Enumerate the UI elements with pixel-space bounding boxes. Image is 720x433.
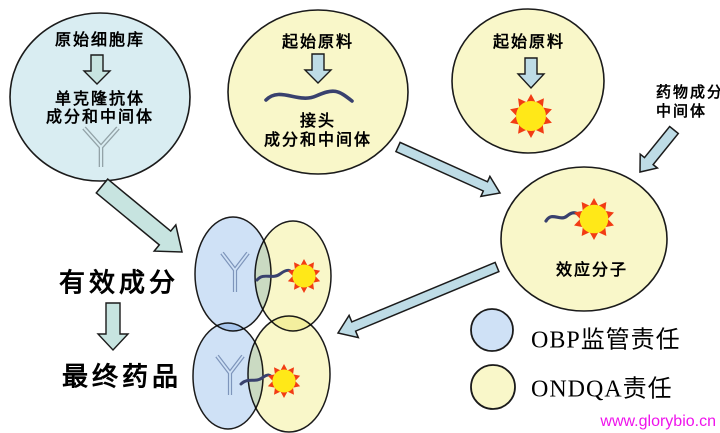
cell-bank-circle bbox=[9, 12, 191, 182]
legend-obp-swatch bbox=[470, 308, 514, 352]
arrow-drug-substance-to-effector bbox=[639, 125, 680, 173]
conjugate-upper-antibody-icon bbox=[220, 251, 250, 292]
arrow-active-to-final bbox=[96, 302, 130, 352]
cell-bank-title: 原始细胞库 bbox=[54, 32, 146, 49]
linker-line1: 接头 bbox=[299, 113, 337, 130]
arrow-down-payload bbox=[516, 57, 546, 90]
active-ingredient-label: 有效成分 bbox=[58, 268, 180, 298]
conjugate-lower-antibody-icon bbox=[215, 354, 245, 395]
effector-label: 效应分子 bbox=[555, 262, 629, 279]
arrow-down-linker bbox=[303, 53, 333, 84]
arrow-effector-to-conjugate bbox=[336, 261, 500, 339]
drug-substance-label: 药物成分 中间体 bbox=[656, 84, 720, 122]
linker-line2: 成分和中间体 bbox=[263, 132, 373, 149]
arrow-down-cell-bank bbox=[82, 54, 112, 85]
effector-circle bbox=[500, 166, 668, 312]
cell-bank-line1: 单克隆抗体 bbox=[54, 91, 146, 108]
linker-squiggle-icon bbox=[264, 89, 354, 103]
arrow-cellbank-to-conjugate bbox=[95, 178, 183, 253]
legend-ondqa-swatch bbox=[470, 364, 516, 410]
linker-circle bbox=[227, 9, 409, 175]
cell-bank-line2: 成分和中间体 bbox=[45, 109, 155, 126]
payload-title: 起始原料 bbox=[492, 34, 566, 51]
drug-substance-line2: 中间体 bbox=[656, 104, 708, 120]
antibody-icon bbox=[82, 126, 120, 167]
final-product-label: 最终药品 bbox=[61, 362, 183, 392]
linker-title: 起始原料 bbox=[281, 34, 355, 51]
watermark: www.glorybio.cn bbox=[600, 413, 716, 430]
legend-ondqa-label: ONDQA责任 bbox=[531, 376, 673, 403]
drug-substance-line1: 药物成分 bbox=[656, 85, 720, 101]
arrow-linker-to-effector bbox=[394, 141, 502, 198]
legend-obp-label: OBP监管责任 bbox=[531, 327, 681, 354]
